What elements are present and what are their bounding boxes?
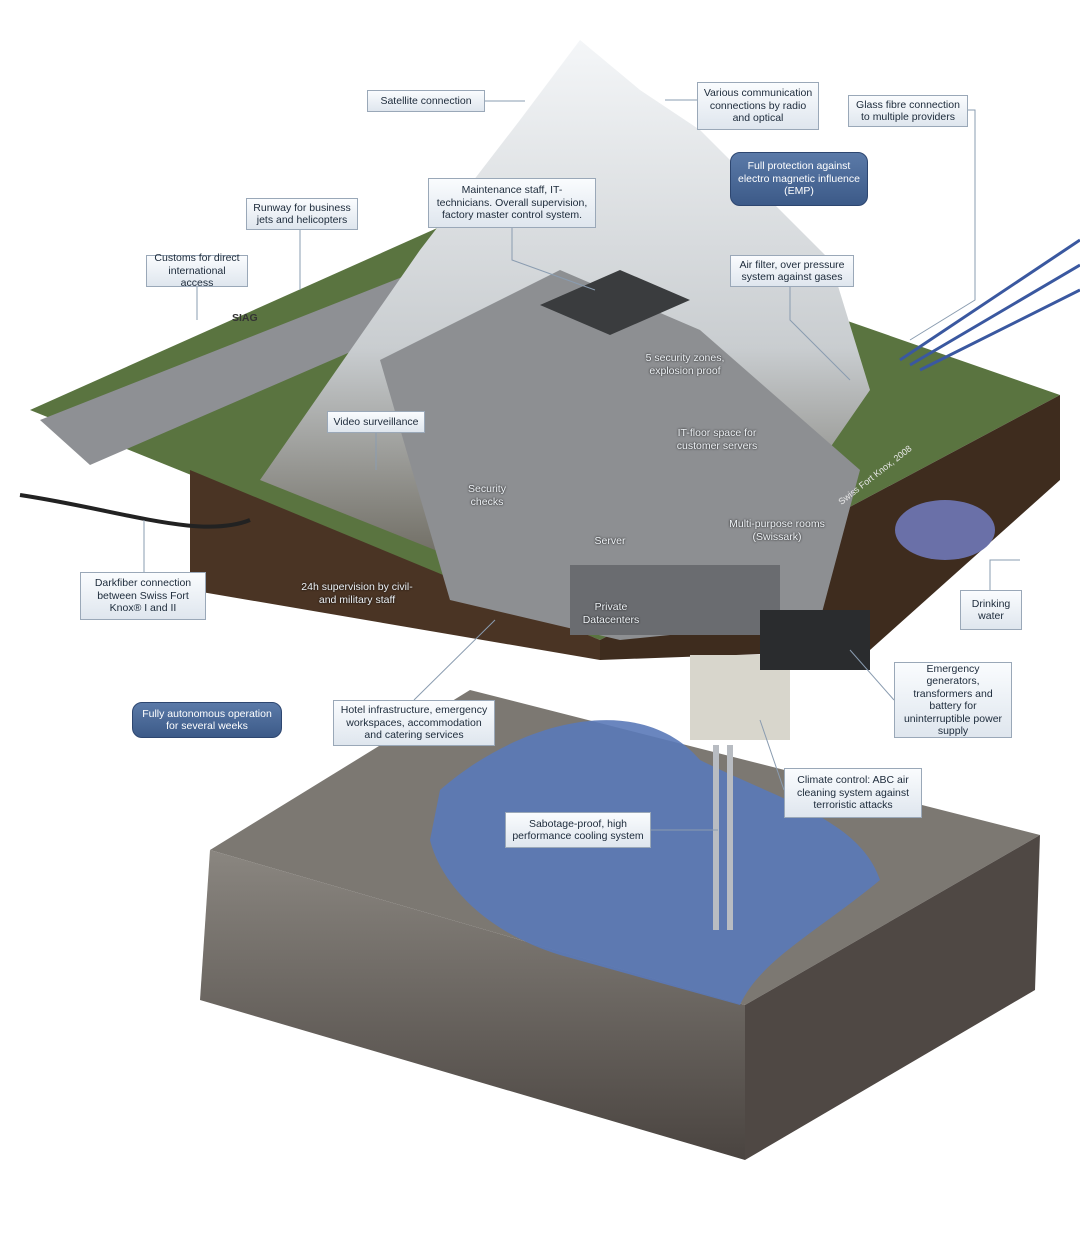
text-multipurpose: Multi-purpose rooms (Swissark) [729, 518, 825, 543]
label-autonomous: Fully autonomous operation for several w… [132, 702, 282, 738]
text-security-zones: 5 security zones, explosion proof [645, 352, 725, 377]
text-it-floor: IT-floor space for customer servers [676, 427, 758, 452]
underground-lake [430, 720, 880, 1005]
bunker-cutaway [380, 270, 860, 640]
label-glass-fibre: Glass fibre connection to multiple provi… [848, 95, 968, 127]
label-drinking-water: Drinking water [960, 590, 1022, 630]
label-generators: Emergency generators, transformers and b… [894, 662, 1012, 738]
label-customs: Customs for direct international access [146, 252, 248, 289]
battery-banks [760, 610, 870, 670]
label-video-surveillance: Video surveillance [327, 411, 425, 433]
datacenter-hall [570, 565, 780, 635]
siag-building-logo: SIAG [232, 312, 258, 324]
label-emp-protection: Full protection against electro magnetic… [730, 152, 868, 206]
fibre-cables [899, 238, 1080, 372]
control-room [540, 270, 690, 335]
text-supervision: 24h supervision by civil- and military s… [301, 581, 413, 606]
water-tank [895, 500, 995, 560]
label-runway: Runway for business jets and helicopters [246, 198, 358, 230]
text-server: Server [594, 535, 626, 547]
cooling-pipe-right [727, 745, 733, 930]
darkfiber-cable [19, 493, 251, 529]
label-cooling-system: Sabotage-proof, high performance cooling… [505, 812, 651, 848]
text-private-datacenters: Private Datacenters [582, 601, 640, 626]
cooling-pipe-left [713, 745, 719, 930]
label-satellite-connection: Satellite connection [367, 90, 485, 112]
label-air-filter: Air filter, over pressure system against… [730, 255, 854, 287]
soil-left [190, 470, 600, 660]
text-security-checks: Security checks [468, 483, 506, 508]
label-climate-control: Climate control: ABC air cleaning system… [784, 768, 922, 818]
leader-lines [143, 99, 1020, 831]
runway [40, 270, 470, 465]
bedrock-front-right [745, 835, 1040, 1160]
label-darkfiber: Darkfiber connection between Swiss Fort … [80, 572, 206, 620]
label-communication: Various communication connections by rad… [697, 82, 819, 130]
label-hotel: Hotel infrastructure, emergency workspac… [333, 700, 495, 746]
bedrock-front-left [200, 850, 745, 1160]
label-maintenance: Maintenance staff, IT-technicians. Overa… [428, 178, 596, 228]
